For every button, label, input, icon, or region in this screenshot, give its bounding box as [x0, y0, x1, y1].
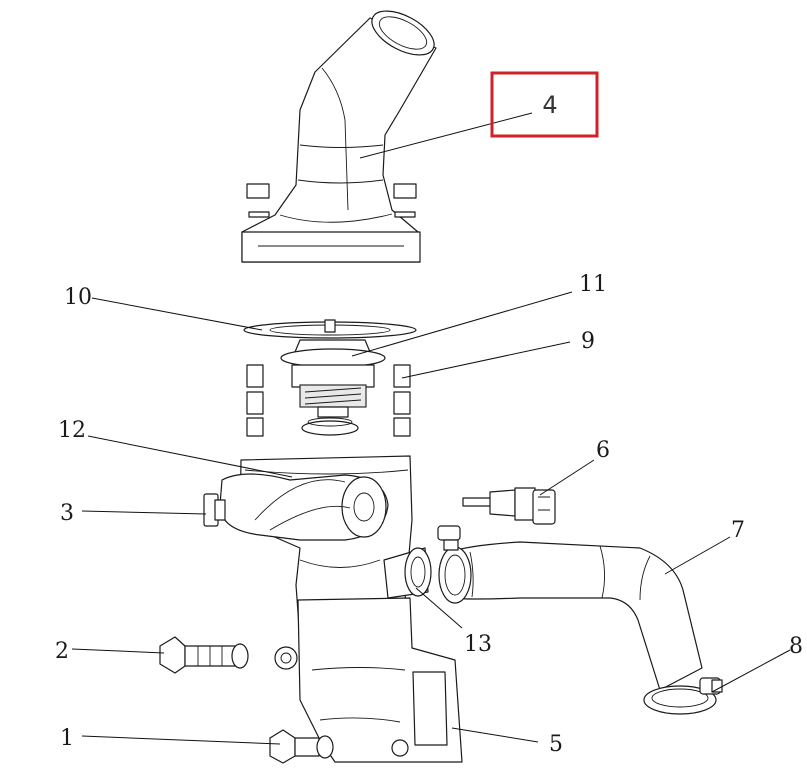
- callout-5: 5: [549, 732, 563, 757]
- callout-7: 7: [731, 518, 745, 543]
- callout-13: 13: [464, 632, 492, 657]
- leader-6: [539, 459, 595, 496]
- part-6-temperature-sensor: [462, 487, 556, 525]
- part-7-coolant-hose: [449, 541, 703, 691]
- leader-10: [91, 297, 263, 331]
- part-11-thermostat: [280, 319, 386, 436]
- part-3-plug: [203, 493, 226, 527]
- callout-3: 3: [60, 501, 74, 526]
- leader-9: [401, 341, 571, 379]
- callout-11: 11: [579, 272, 607, 297]
- callout-9: 9: [581, 329, 595, 354]
- part-2-bolt: [159, 636, 249, 674]
- callout-2: 2: [55, 639, 69, 664]
- callout-8: 8: [789, 634, 803, 659]
- leader-2: [71, 648, 165, 654]
- part-1-bolt: [269, 729, 334, 764]
- callout-4: 4: [542, 91, 557, 119]
- part-12-thermostat-housing: [219, 455, 413, 641]
- callout-12: 12: [58, 418, 86, 443]
- part-5-housing-base: [274, 597, 463, 763]
- leader-7: [664, 536, 731, 575]
- part-9-seal-ring: [246, 364, 411, 437]
- leader-1: [81, 735, 281, 745]
- leader-4: [359, 112, 533, 159]
- hose-clamp-upper: [437, 525, 472, 604]
- callout-6: 6: [596, 438, 610, 463]
- callout-4-highlight-box: [490, 71, 599, 138]
- leader-lines: [71, 112, 791, 745]
- part-8-hose-clamp: [643, 677, 723, 715]
- leader-12: [87, 435, 293, 478]
- leader-5: [451, 727, 539, 743]
- leader-3: [81, 510, 207, 515]
- part-13-outlet-pipe: [383, 547, 432, 599]
- leader-13: [415, 587, 463, 629]
- callout-labels: 4 10 11 9 12 6 3 7 13 2 8 1 5: [55, 91, 803, 757]
- callout-1: 1: [60, 726, 74, 751]
- part-4-water-outlet-elbow: [241, 10, 437, 263]
- leader-8: [711, 649, 791, 693]
- leader-11: [351, 291, 573, 357]
- callout-10: 10: [64, 285, 92, 310]
